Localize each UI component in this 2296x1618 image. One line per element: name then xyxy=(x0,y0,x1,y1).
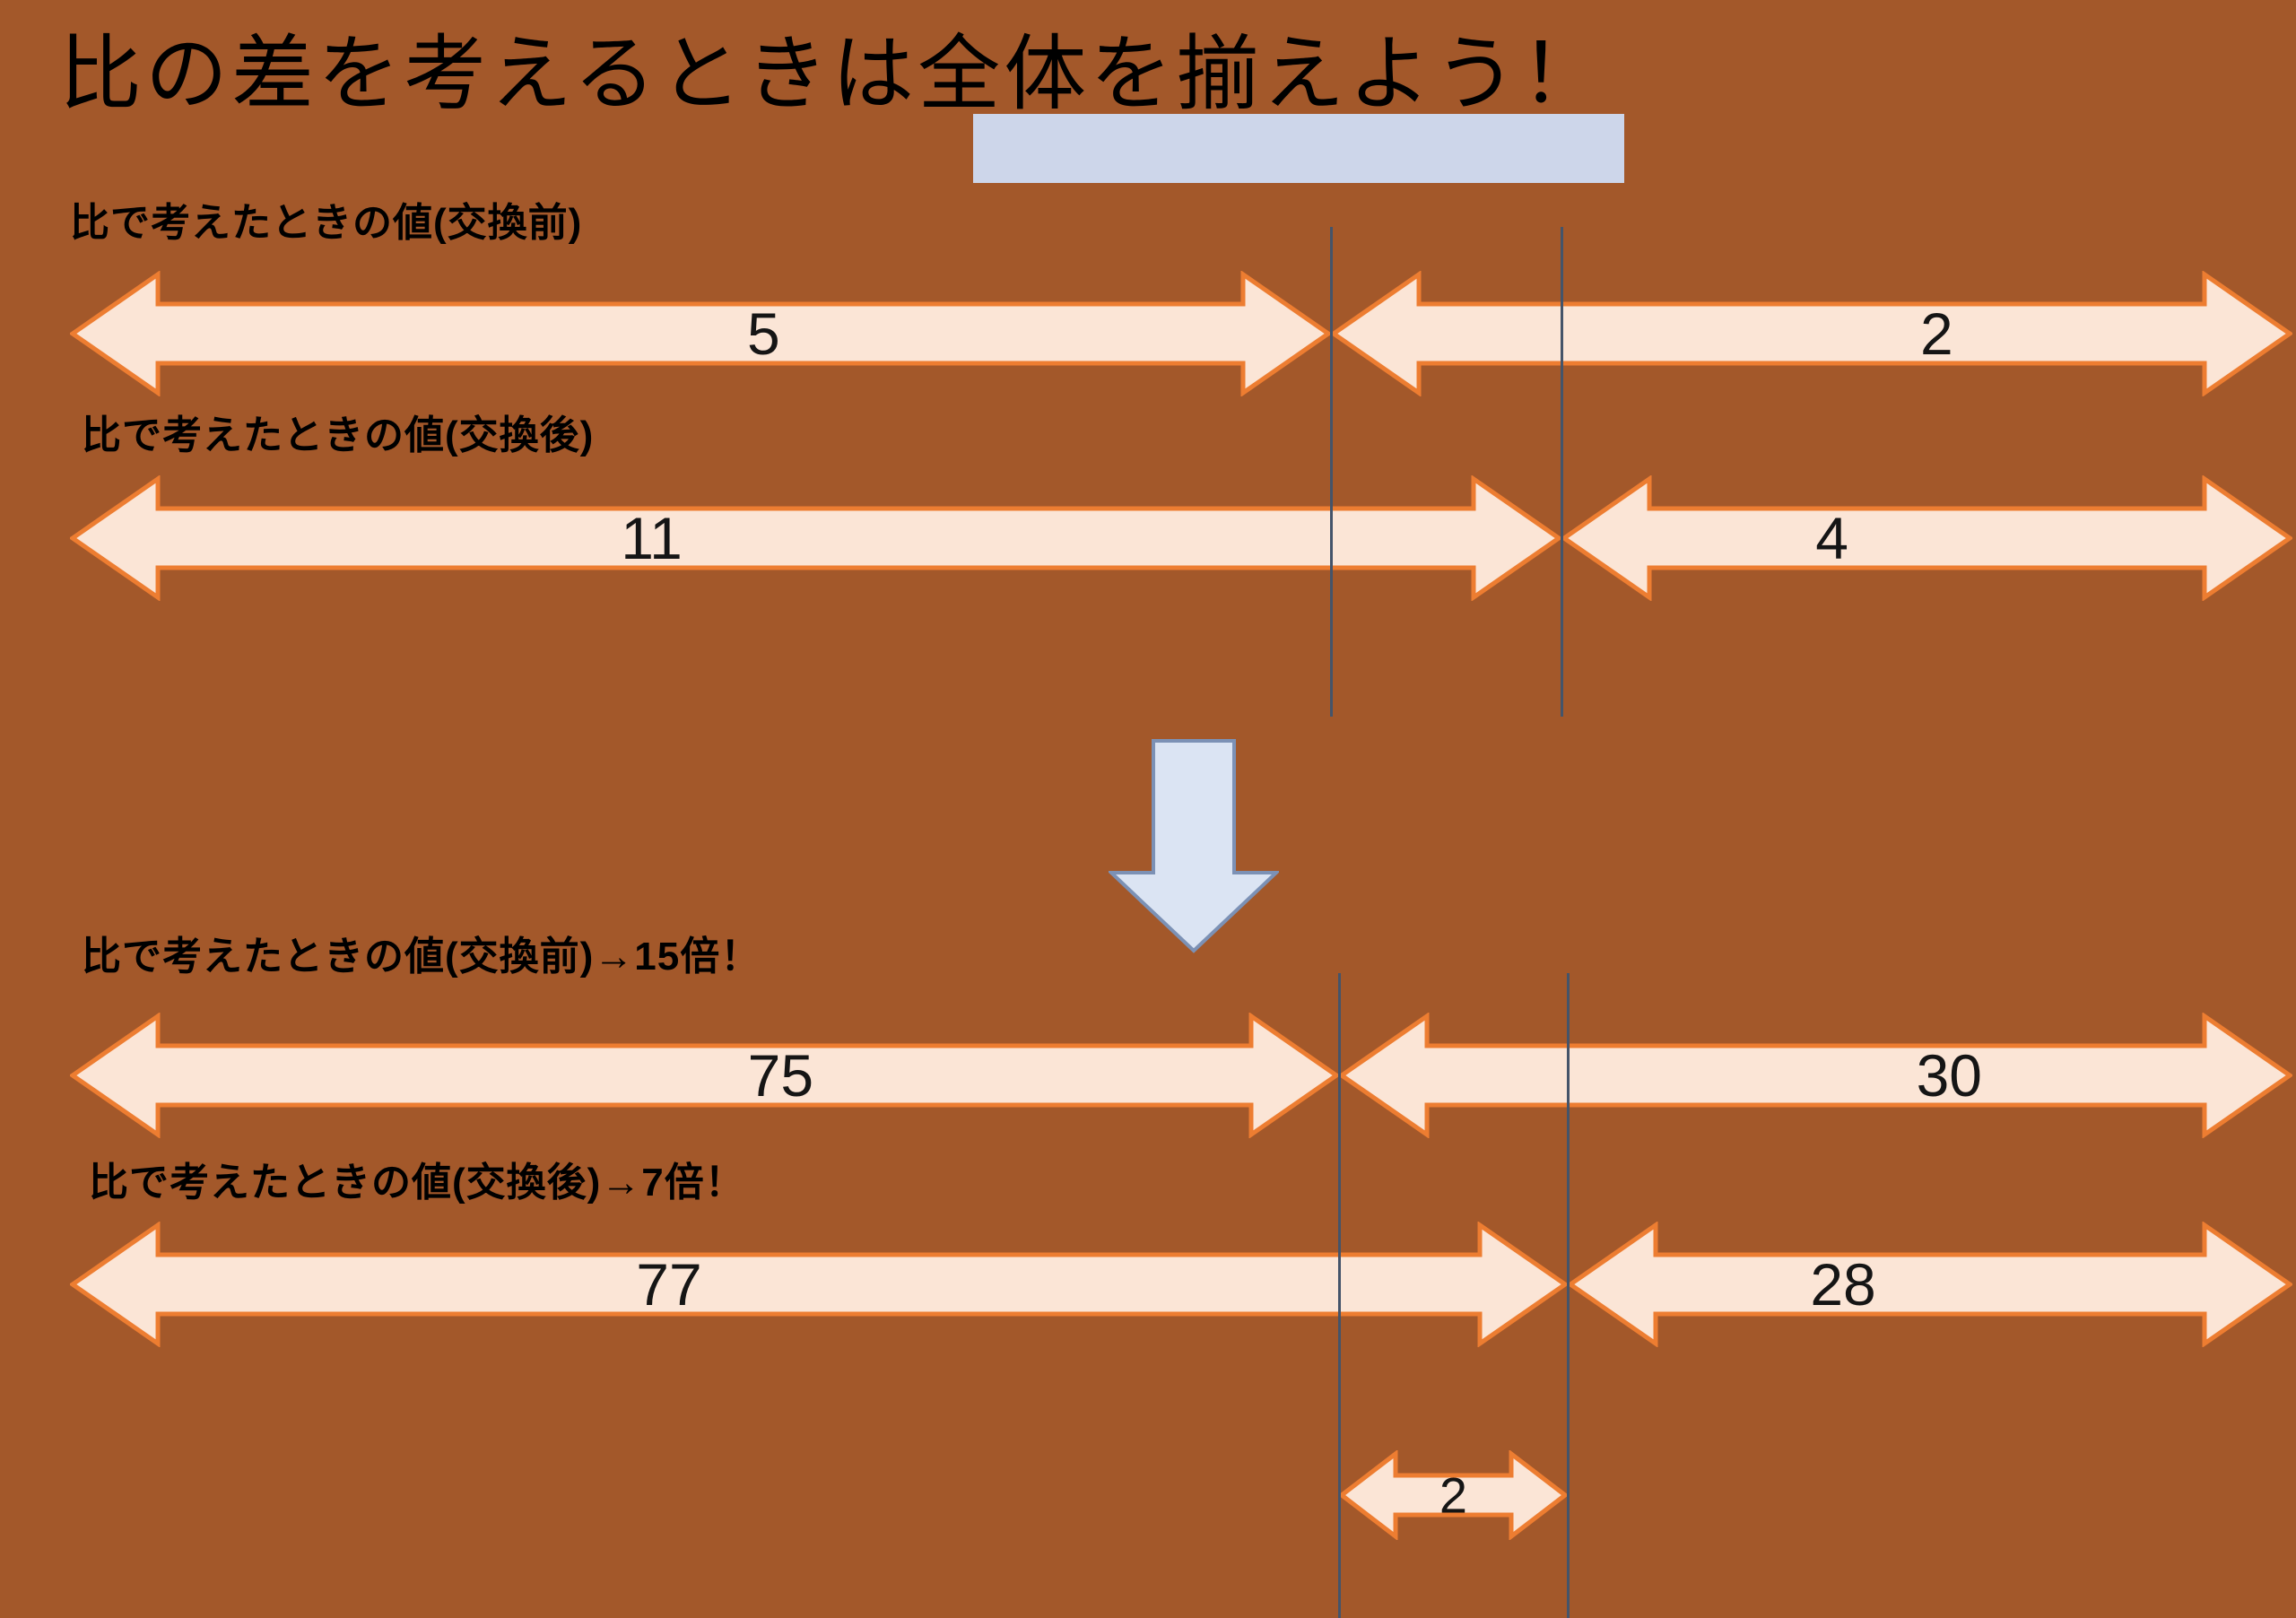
label-before-x15: 比で考えたときの値(交換前)→15倍！ xyxy=(82,935,761,979)
value-after-x7-left: 77 xyxy=(636,1251,702,1318)
arrow-shape xyxy=(1568,1222,2292,1347)
double-arrow-shape xyxy=(1568,1222,2292,1347)
arrow-shape xyxy=(1561,475,2292,601)
arrow-shape xyxy=(70,475,1561,601)
value-before-x15-left: 75 xyxy=(747,1042,814,1109)
guide-line-bottom-left xyxy=(1338,973,1341,1618)
label-after-x7: 比で考えたときの値(交換後)→7倍！ xyxy=(89,1161,745,1205)
arrow-before-x15-right: 30 xyxy=(1339,1013,2292,1138)
double-arrow-shape xyxy=(1339,1450,1568,1540)
value-before-right: 2 xyxy=(1920,300,1953,367)
arrow-after-left: 11 xyxy=(70,475,1561,601)
arrow-after-x7-left: 77 xyxy=(70,1222,1568,1347)
double-arrow-shape xyxy=(70,1222,1568,1347)
double-arrow-shape xyxy=(70,271,1331,396)
down-arrow-shape xyxy=(1106,739,1282,953)
label-before-exchange: 比で考えたときの値(交換前) xyxy=(70,201,583,245)
guide-line-top-right xyxy=(1561,227,1563,717)
arrow-before-x15-left: 75 xyxy=(70,1013,1339,1138)
guide-line-bottom-right xyxy=(1567,973,1570,1618)
arrow-shape xyxy=(70,1222,1568,1347)
arrow-difference: 2 xyxy=(1339,1450,1568,1540)
arrow-after-right: 4 xyxy=(1561,475,2292,601)
title-highlight-rect xyxy=(973,114,1624,183)
value-after-x7-right: 28 xyxy=(1810,1251,1876,1318)
down-arrow xyxy=(1106,738,1282,958)
arrow-shape xyxy=(1331,271,2292,396)
label-after-exchange: 比で考えたときの値(交換後) xyxy=(82,413,595,457)
guide-line-top-left xyxy=(1330,227,1333,717)
arrow-after-x7-right: 28 xyxy=(1568,1222,2292,1347)
double-arrow-shape xyxy=(1331,271,2292,396)
arrow-shape xyxy=(70,271,1331,396)
double-arrow-shape xyxy=(70,475,1561,601)
double-arrow-shape xyxy=(1561,475,2292,601)
arrow-before-left: 5 xyxy=(70,271,1331,396)
double-arrow-shape xyxy=(1339,1013,2292,1138)
page-title: 比の差を考えるときは全体を揃えよう！ xyxy=(59,29,1607,120)
arrow-shape xyxy=(1339,1013,2292,1138)
arrow-before-right: 2 xyxy=(1331,271,2292,396)
value-before-x15-right: 30 xyxy=(1916,1042,1983,1109)
down-arrow-icon xyxy=(1106,739,1282,953)
double-arrow-shape xyxy=(70,1013,1339,1138)
value-difference: 2 xyxy=(1439,1466,1468,1524)
arrow-shape xyxy=(70,1013,1339,1138)
arrow-shape xyxy=(1339,1450,1568,1540)
value-before-left: 5 xyxy=(746,300,780,367)
value-after-right: 4 xyxy=(1815,505,1848,571)
value-after-left: 11 xyxy=(621,505,683,571)
